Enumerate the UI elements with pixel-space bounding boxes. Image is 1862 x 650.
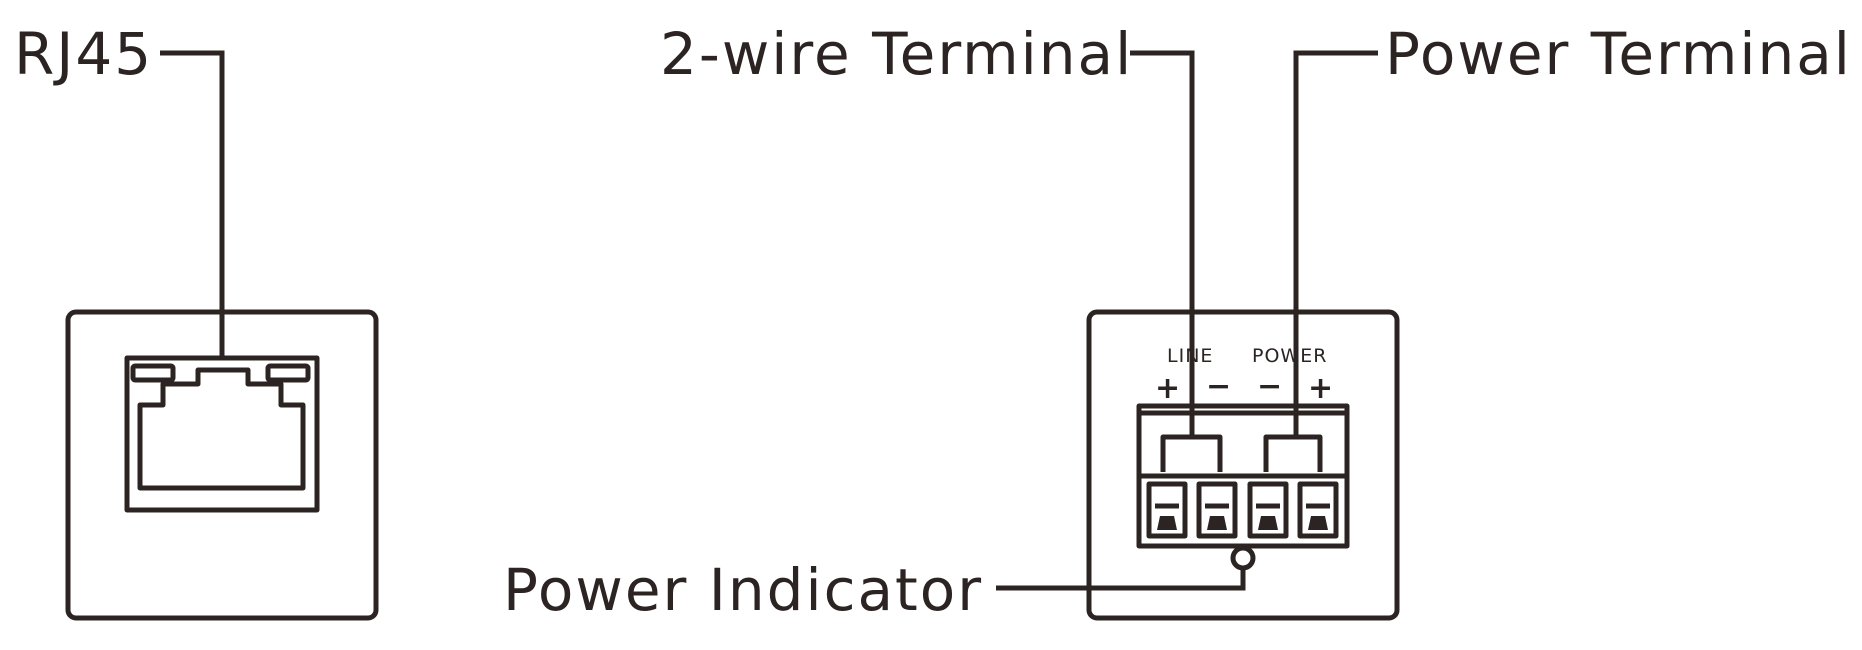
rj45-label: RJ45: [14, 20, 153, 88]
terminal-slot-1: [1146, 481, 1188, 539]
rj45-leader-line: [160, 50, 225, 358]
rj45-socket-outline: [137, 367, 306, 491]
rj45-contact-left: [130, 363, 176, 383]
power-terminal-label: Power Terminal: [1385, 20, 1852, 88]
power-indicator-label: Power Indicator: [503, 556, 983, 624]
polarity-power-minus: −: [1257, 369, 1282, 404]
polarity-line-plus: +: [1155, 371, 1180, 406]
terminal-slot-3: [1247, 481, 1289, 539]
terminal-slot-4: [1297, 481, 1339, 539]
power-wire-clamp: [1263, 434, 1323, 472]
power-indicator-leader-line: [996, 568, 1246, 591]
two-wire-terminal-leader-line: [1130, 50, 1195, 437]
line-wire-clamp: [1160, 434, 1223, 472]
power-terminal-leader-line: [1293, 50, 1378, 437]
two-wire-terminal-label: 2-wire Terminal: [660, 20, 1133, 88]
power-indicator-led: [1230, 545, 1256, 571]
power-label: POWER: [1252, 345, 1327, 367]
polarity-power-plus: +: [1308, 371, 1333, 406]
polarity-line-minus: −: [1206, 369, 1231, 404]
rj45-contact-right: [265, 363, 311, 383]
terminal-slot-2: [1196, 481, 1238, 539]
right-wall-plate: [1086, 309, 1400, 621]
